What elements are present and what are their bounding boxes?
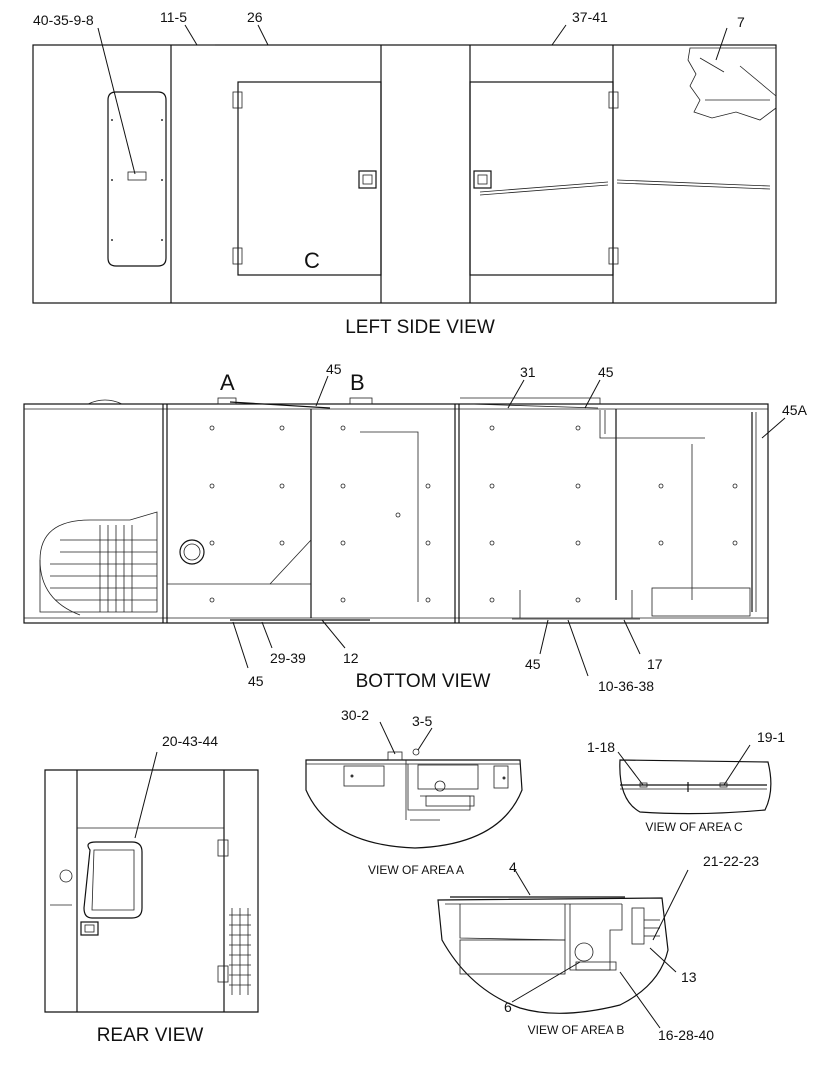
callout-45-top-a: 45 <box>326 361 342 377</box>
callout-6: 6 <box>504 999 512 1015</box>
area-c-title: VIEW OF AREA C <box>645 820 743 834</box>
callout-16-28-40: 16-28-40 <box>658 1027 714 1043</box>
area-c-detail: 1-18 19-1 VIEW OF AREA C <box>587 729 785 834</box>
left-side-view: 40-35-9-8 11-5 26 37-41 7 C LEFT SIDE VI… <box>32 9 777 338</box>
rear-view-title: REAR VIEW <box>97 1025 204 1046</box>
callout-17: 17 <box>647 656 663 672</box>
access-panel <box>107 91 167 267</box>
area-a-detail: 30-2 3-5 VIEW OF AREA A <box>305 707 523 877</box>
area-a-title: VIEW OF AREA A <box>368 863 464 877</box>
callout-1-18: 1-18 <box>587 739 615 755</box>
callout-40-35-9-8: 40-35-9-8 <box>33 12 94 28</box>
callout-19-1: 19-1 <box>757 729 785 745</box>
bolt-pattern <box>209 425 738 603</box>
callout-13: 13 <box>681 969 697 985</box>
area-letter-a: A <box>220 370 235 395</box>
area-b-title: VIEW OF AREA B <box>528 1023 625 1037</box>
radiator-grille <box>50 525 157 612</box>
callout-4: 4 <box>509 859 517 875</box>
area-letter-c: C <box>304 248 320 273</box>
callout-45a: 45A <box>782 402 808 418</box>
callout-37-41: 37-41 <box>572 9 608 25</box>
area-letter-b: B <box>350 370 365 395</box>
left-door <box>232 81 382 276</box>
bottom-view-title: BOTTOM VIEW <box>356 671 491 692</box>
callout-30-2: 30-2 <box>341 707 369 723</box>
callout-45-bottom-a: 45 <box>248 673 264 689</box>
callout-10-36-38: 10-36-38 <box>598 678 654 694</box>
callout-45-top-b: 45 <box>598 364 614 380</box>
bottom-view: A B 45 31 45 45A 45 29-39 12 45 10-36-38… <box>23 361 808 694</box>
callout-26: 26 <box>247 9 263 25</box>
callout-3-5: 3-5 <box>412 713 432 729</box>
callout-12: 12 <box>343 650 359 666</box>
callout-29-39: 29-39 <box>270 650 306 666</box>
callout-31: 31 <box>520 364 536 380</box>
rear-view: 20-43-44 REAR VIEW <box>44 733 259 1046</box>
left-side-view-title: LEFT SIDE VIEW <box>345 317 495 338</box>
callout-11-5: 11-5 <box>160 9 187 25</box>
rear-vents <box>229 908 251 995</box>
callout-21-22-23: 21-22-23 <box>703 853 759 869</box>
callout-45-bottom-b: 45 <box>525 656 541 672</box>
area-b-detail: 4 21-22-23 13 6 16-28-40 VIEW OF AREA B <box>437 853 759 1043</box>
callout-7: 7 <box>737 14 745 30</box>
right-door <box>469 81 619 276</box>
callout-20-43-44: 20-43-44 <box>162 733 218 749</box>
